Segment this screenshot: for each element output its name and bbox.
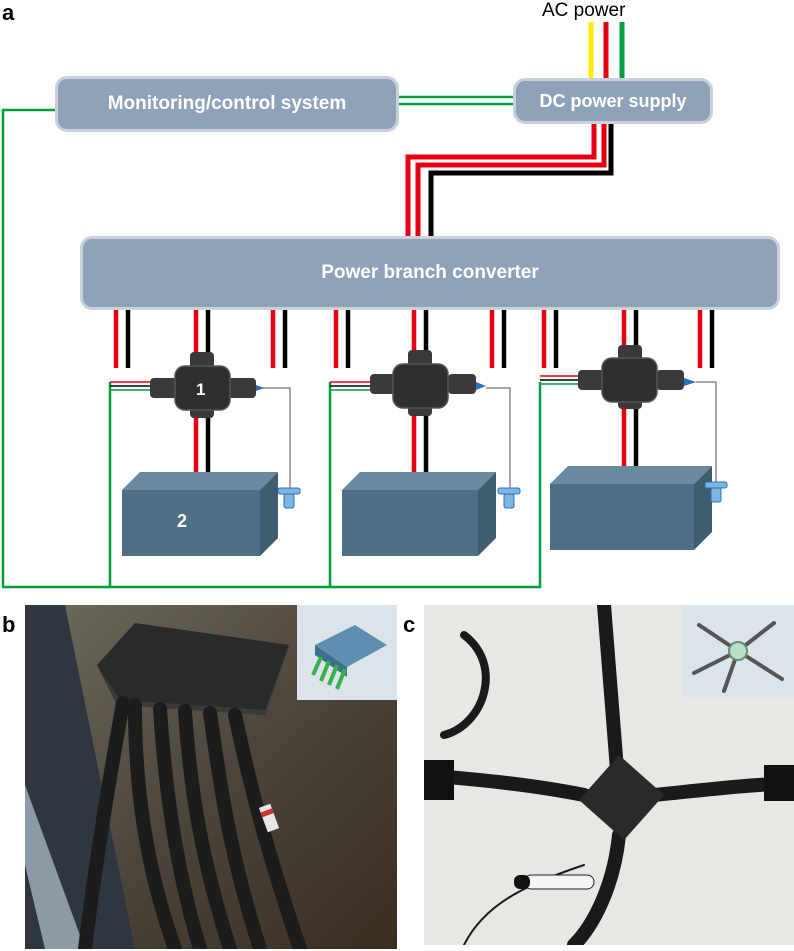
cad-model-icon <box>311 625 387 690</box>
connector-number-label: 1 <box>196 380 206 399</box>
battery-number-label: 2 <box>177 511 188 531</box>
monitoring-bus-wire <box>1 108 542 589</box>
converter-outputs <box>113 310 715 368</box>
panel-label-a: a <box>2 0 15 25</box>
photo-b-junction-box <box>25 605 397 949</box>
control-link-wires <box>398 95 515 106</box>
ac-power-label: AC power <box>542 0 626 21</box>
dc-power-supply-block: DC power supply <box>513 78 713 124</box>
battery-box-icon <box>122 472 278 556</box>
panel-label-b: b <box>2 612 16 637</box>
cad-model-icon <box>692 621 784 693</box>
dc-supply-label: DC power supply <box>539 90 687 111</box>
x-connector-icon <box>578 345 696 409</box>
ac-input-wires <box>588 22 625 78</box>
dc-feed-wires <box>405 124 614 238</box>
x-connector-icon <box>150 352 264 418</box>
panel-label-c: c <box>403 612 416 637</box>
battery-box-icon <box>342 472 496 556</box>
converter-label: Power branch converter <box>321 262 539 283</box>
power-branch-converter-block: Power branch converter <box>80 236 780 310</box>
photo-c-x-connector <box>424 605 794 945</box>
monitoring-label: Monitoring/control system <box>107 93 347 114</box>
battery-box-icon <box>550 466 712 550</box>
wiring-diagram <box>1 22 728 589</box>
sensor-probe-icon <box>277 481 728 509</box>
connector-to-box-wires <box>193 402 639 474</box>
monitoring-control-block: Monitoring/control system <box>55 76 399 132</box>
connector-leads <box>110 375 578 391</box>
x-connector-icon <box>370 350 486 416</box>
sensor-wires <box>262 381 717 488</box>
